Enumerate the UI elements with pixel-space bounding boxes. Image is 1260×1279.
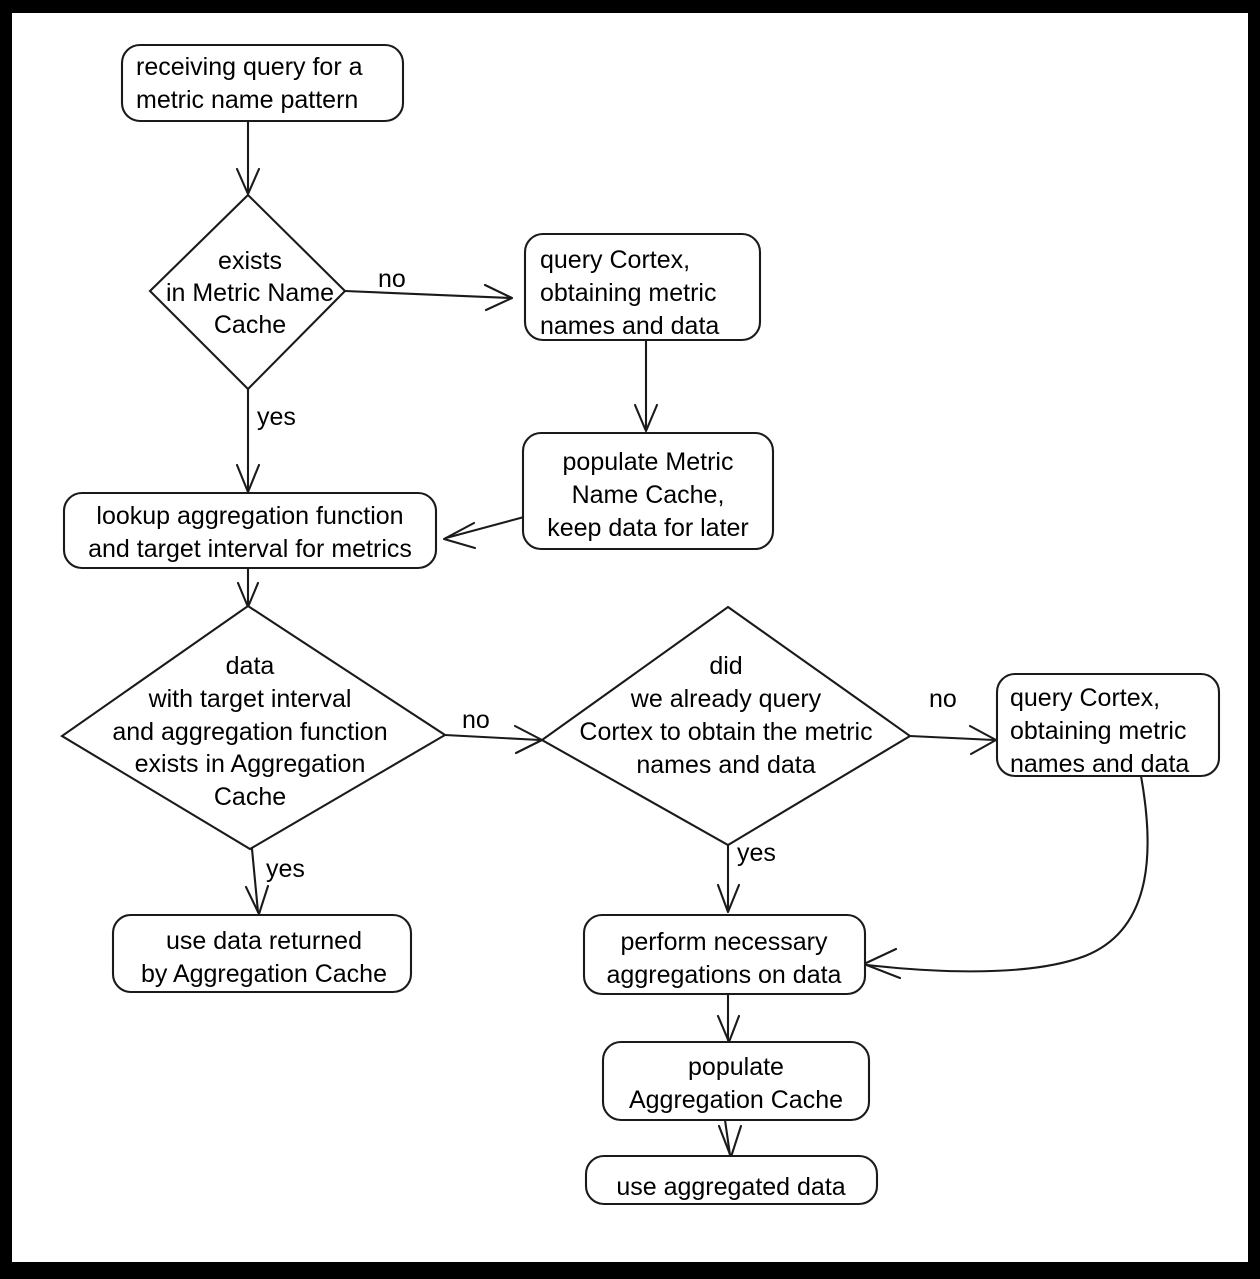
edge-label-metric-cache-yes: yes [257,403,296,431]
node-populate-metric-name-cache[interactable]: populate Metric Name Cache, keep data fo… [521,431,775,551]
node-perform-aggregations-shape[interactable] [582,913,867,996]
node-aggregation-cache-line-2: and aggregation function [112,718,387,746]
node-aggregation-cache-line-0: data [226,652,275,680]
edge-aggregation-cache-yes: yes [244,847,305,916]
edge-label-aggregation-cache-yes: yes [266,855,305,883]
node-populate-metric-cache-line-0: populate Metric [563,448,734,476]
node-start-line-1: metric name pattern [136,86,358,114]
node-query-cortex-1-line-2: names and data [540,312,719,340]
node-already-queried-decision[interactable]: did we already query Cortex to obtain th… [540,605,912,847]
diagram-canvas: query cortex 1 --> no lookup aggregation… [12,13,1248,1262]
node-start-line-0: receiving query for a [136,53,363,81]
node-populate-aggregation-cache-shape[interactable] [601,1040,871,1122]
edge-already-queried-yes: yes [716,839,776,914]
edge-populate-to-lookup [442,515,526,550]
node-use-cached-data-line-1: by Aggregation Cache [141,960,387,988]
node-use-cached-data-line-0: use data returned [166,927,362,955]
node-metric-cache-line-2: Cache [214,311,286,339]
edge-metric-cache-yes: yes [235,387,296,494]
node-already-queried-decision-shape[interactable] [540,605,912,847]
node-already-queried-line-1: we already query [630,685,822,713]
edge-query-cortex-2-to-perform [862,774,1149,980]
node-start[interactable]: receiving query for a metric name patter… [120,43,405,123]
node-use-aggregated-data-shape[interactable] [584,1154,879,1206]
node-metric-name-cache-decision[interactable]: exists in Metric Name Cache [148,193,347,391]
node-lookup-aggregation-line-1: and target interval for metrics [88,535,412,563]
node-query-cortex-2-line-2: names and data [1010,750,1189,778]
node-aggregation-cache-decision-shape[interactable] [60,604,447,851]
node-populate-metric-cache-line-1: Name Cache, [572,481,725,509]
edge-label-already-queried-no: no [929,685,957,713]
node-metric-cache-line-0: exists [218,247,282,275]
node-perform-aggregations-line-0: perform necessary [620,928,828,956]
node-perform-aggregations[interactable]: perform necessary aggregations on data [582,913,867,996]
node-start-shape[interactable] [120,43,405,123]
node-query-cortex-2-line-0: query Cortex, [1010,684,1160,712]
node-query-cortex-1-line-1: obtaining metric [540,279,716,307]
node-already-queried-line-2: Cortex to obtain the metric [579,718,872,746]
node-aggregation-cache-line-4: Cache [214,783,286,811]
node-populate-metric-name-cache-shape[interactable] [521,431,775,551]
node-query-cortex-2-line-1: obtaining metric [1010,717,1186,745]
edge-already-queried-no: no [908,685,998,756]
node-query-cortex-1[interactable]: query Cortex, obtaining metric names and… [523,232,762,342]
edge-label-aggregation-cache-no: no [462,706,490,734]
node-query-cortex-1-shape[interactable] [523,232,762,342]
edge-query-cortex-1-to-populate [633,338,659,433]
edge-label-metric-cache-no: no [378,265,406,293]
edge-label-already-queried-yes: yes [737,839,776,867]
node-metric-cache-line-1: in Metric Name [166,279,334,307]
node-query-cortex-2-shape[interactable] [995,672,1221,778]
edge-perform-to-populate-agg-cache [716,992,741,1044]
node-query-cortex-2[interactable]: query Cortex, obtaining metric names and… [995,672,1221,778]
node-populate-metric-cache-line-2: keep data for later [547,514,749,542]
node-aggregation-cache-line-1: with target interval [148,685,352,713]
edge-lookup-to-aggregation-cache [236,564,260,609]
edge-metric-cache-no: no [343,265,514,312]
node-query-cortex-1-line-0: query Cortex, [540,246,690,274]
node-aggregation-cache-line-3: exists in Aggregation [135,750,366,778]
node-already-queried-line-0: did [709,652,742,680]
node-metric-name-cache-decision-shape[interactable] [148,193,347,391]
node-populate-aggregation-cache[interactable]: populate Aggregation Cache [601,1040,871,1122]
node-use-cached-data[interactable]: use data returned by Aggregation Cache [111,913,413,994]
node-already-queried-line-3: names and data [636,751,815,779]
node-aggregation-cache-decision[interactable]: data with target interval and aggregatio… [60,604,447,851]
node-populate-agg-cache-line-1: Aggregation Cache [629,1086,843,1114]
node-use-aggregated-data[interactable]: use aggregated data [584,1154,879,1206]
flowchart-svg: query cortex 1 --> no lookup aggregation… [60,43,1221,1206]
node-perform-aggregations-line-1: aggregations on data [607,961,842,989]
node-lookup-aggregation-line-0: lookup aggregation function [96,502,403,530]
node-use-cached-data-shape[interactable] [111,913,413,994]
node-lookup-aggregation[interactable]: lookup aggregation function and target i… [62,491,438,570]
node-populate-agg-cache-line-0: populate [688,1053,784,1081]
edge-aggregation-cache-no: no [443,706,544,755]
node-use-aggregated-data-line-0: use aggregated data [616,1173,845,1201]
edge-start-to-metric-cache [235,119,261,196]
node-lookup-aggregation-shape[interactable] [62,491,438,570]
